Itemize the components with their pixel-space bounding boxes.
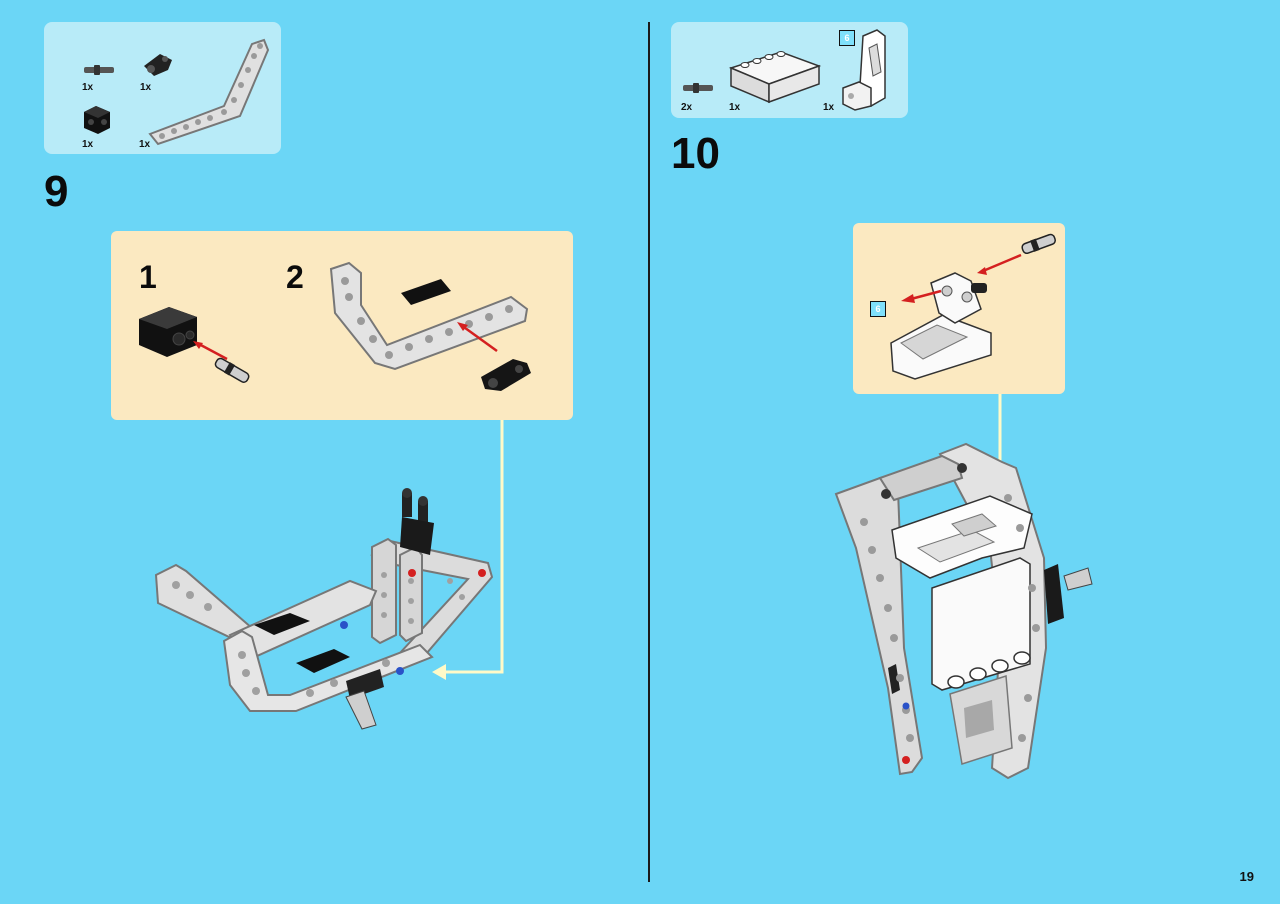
panel-tag: 6 (839, 30, 855, 46)
pin-icon (683, 83, 713, 93)
part-qty: 1x (139, 139, 151, 150)
tile-icon (728, 51, 822, 104)
page-divider (648, 22, 650, 882)
substep-number: 1 (139, 259, 157, 295)
part-qty: 1x (729, 102, 741, 113)
step9-model (154, 488, 494, 730)
block-icon (84, 106, 110, 134)
step10-model (834, 442, 1093, 780)
step9-substep-callout: 1 2 (111, 231, 573, 420)
step10-callout: 6 (853, 223, 1065, 394)
part-qty: 1x (823, 102, 835, 113)
part-qty: 1x (140, 82, 152, 93)
page-number: 19 (1239, 869, 1254, 884)
step9-parts-list: 1x 1x 1x 1x (44, 22, 281, 154)
substep1-assembly (139, 307, 250, 383)
part-qty: 1x (82, 82, 94, 93)
step9-number: 9 (44, 167, 69, 216)
callout-assembly (890, 233, 1056, 380)
panel-icon (842, 29, 886, 111)
part-qty: 1x (82, 139, 94, 150)
liftarm-icon (148, 38, 270, 146)
part-qty: 2x (681, 102, 693, 113)
step10-number: 10 (671, 129, 720, 178)
step9-guide-line (432, 420, 504, 680)
connector-icon (144, 54, 172, 76)
substep-number: 2 (286, 259, 304, 295)
callout-tag: 6 (870, 301, 886, 317)
step10-parts-list: 2x 1x 6 1x (671, 22, 908, 118)
pin-icon (84, 65, 114, 75)
substep2-assembly (329, 261, 531, 391)
